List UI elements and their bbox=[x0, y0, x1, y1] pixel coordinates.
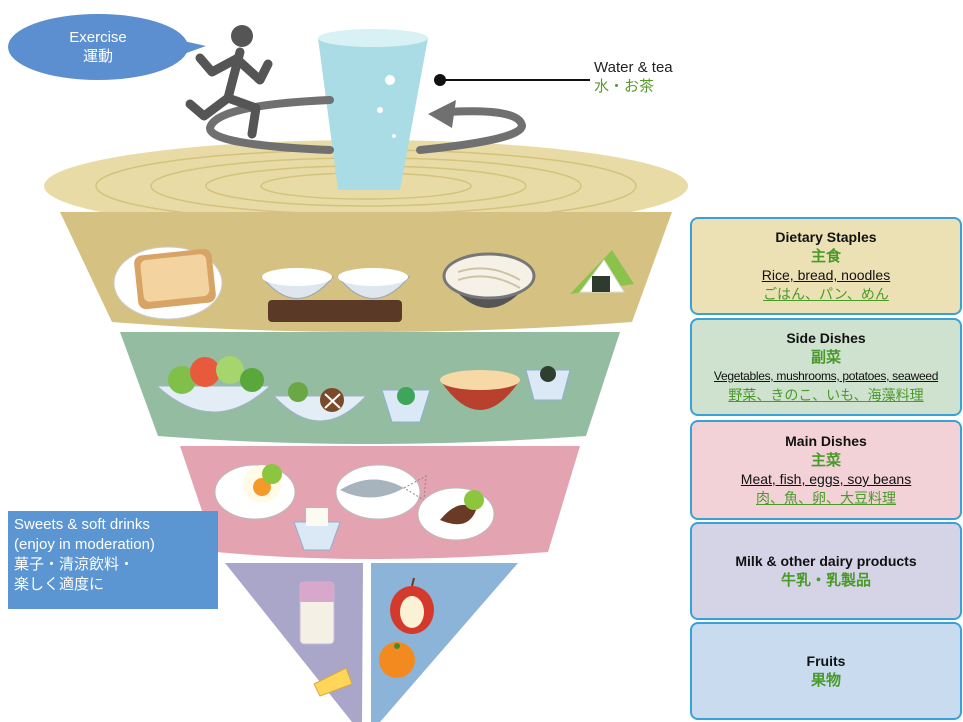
sweets-line-1: Sweets & soft drinks bbox=[14, 516, 150, 533]
water-label: Water & tea 水・お茶 bbox=[594, 58, 673, 96]
soup-bowl-icon bbox=[440, 370, 520, 410]
sweets-box: Sweets & soft drinks (enjoy in moderatio… bbox=[8, 511, 218, 609]
stew-bowl-icon bbox=[272, 382, 368, 422]
legend-dairy: Milk & other dairy products 牛乳・乳製品 bbox=[690, 522, 962, 620]
bread-icon bbox=[113, 246, 223, 320]
legend-fruits-title: Fruits bbox=[806, 653, 846, 669]
legend-main-dishes: Main Dishes 主菜 Meat, fish, eggs, soy bea… bbox=[690, 420, 962, 520]
legend-staples: Dietary Staples 主食 Rice, bread, noodles … bbox=[690, 217, 962, 315]
seaweed-bowl-icon bbox=[525, 366, 571, 401]
legend-main-jp-title: 主菜 bbox=[810, 452, 841, 469]
legend-dairy-jp-title: 牛乳・乳製品 bbox=[780, 572, 871, 589]
tofu-bowl-icon bbox=[293, 508, 341, 551]
legend-side-jp-examples: 野菜、きのこ、いも、海藻料理 bbox=[728, 387, 924, 403]
salad-bowl-icon bbox=[155, 356, 272, 413]
side-dishes-band bbox=[120, 332, 620, 444]
water-glass-icon bbox=[318, 29, 428, 190]
exercise-bubble: Exercise 運動 bbox=[8, 14, 188, 80]
water-label-en: Water & tea bbox=[594, 59, 673, 76]
meat-plate-icon bbox=[417, 487, 495, 541]
rice-ball-icon bbox=[570, 250, 634, 294]
small-bowl-icon bbox=[381, 387, 431, 423]
sweets-line-3: 菓子・清涼飲料・ bbox=[14, 556, 135, 573]
orange-icon bbox=[379, 642, 415, 678]
legend-staples-examples: Rice, bread, noodles bbox=[761, 267, 891, 283]
rice-bowls-icon bbox=[260, 268, 411, 322]
cheese-icon bbox=[313, 667, 353, 697]
exercise-label-jp: 運動 bbox=[82, 48, 113, 65]
apple-icon bbox=[390, 577, 434, 634]
legend-side-title: Side Dishes bbox=[786, 330, 866, 346]
legend-fruits: Fruits 果物 bbox=[690, 622, 962, 720]
rotation-arrowhead-icon bbox=[428, 100, 456, 128]
milk-glass-icon bbox=[299, 581, 335, 645]
legend-side-jp-title: 副菜 bbox=[810, 349, 841, 366]
rotation-arrow-icon bbox=[205, 96, 527, 154]
sweets-line-4: 楽しく適度に bbox=[14, 576, 105, 593]
legend-side-dishes: Side Dishes 副菜 Vegetables, mushrooms, po… bbox=[690, 318, 962, 416]
legend-dairy-title: Milk & other dairy products bbox=[735, 553, 917, 569]
legend-fruits-jp-title: 果物 bbox=[810, 672, 841, 689]
legend-staples-jp-title: 主食 bbox=[810, 248, 841, 265]
legend-staples-jp-examples: ごはん、パン、めん bbox=[763, 286, 889, 302]
legend-staples-title: Dietary Staples bbox=[775, 229, 877, 245]
water-label-jp: 水・お茶 bbox=[594, 78, 655, 95]
exercise-label: Exercise bbox=[69, 29, 127, 46]
water-pointer-dot bbox=[434, 74, 446, 86]
legend-side-examples: Vegetables, mushrooms, potatoes, seaweed bbox=[713, 369, 939, 383]
sweets-line-2: (enjoy in moderation) bbox=[14, 536, 155, 553]
noodle-bowl-icon bbox=[442, 252, 536, 308]
dairy-band bbox=[225, 563, 363, 722]
fried-egg-icon bbox=[214, 464, 296, 520]
runner-icon bbox=[185, 25, 273, 139]
legend-main-examples: Meat, fish, eggs, soy beans bbox=[740, 471, 912, 487]
legend-main-title: Main Dishes bbox=[785, 433, 867, 449]
fish-plate-icon bbox=[335, 464, 427, 520]
legend-main-jp-examples: 肉、魚、卵、大豆料理 bbox=[756, 490, 896, 506]
